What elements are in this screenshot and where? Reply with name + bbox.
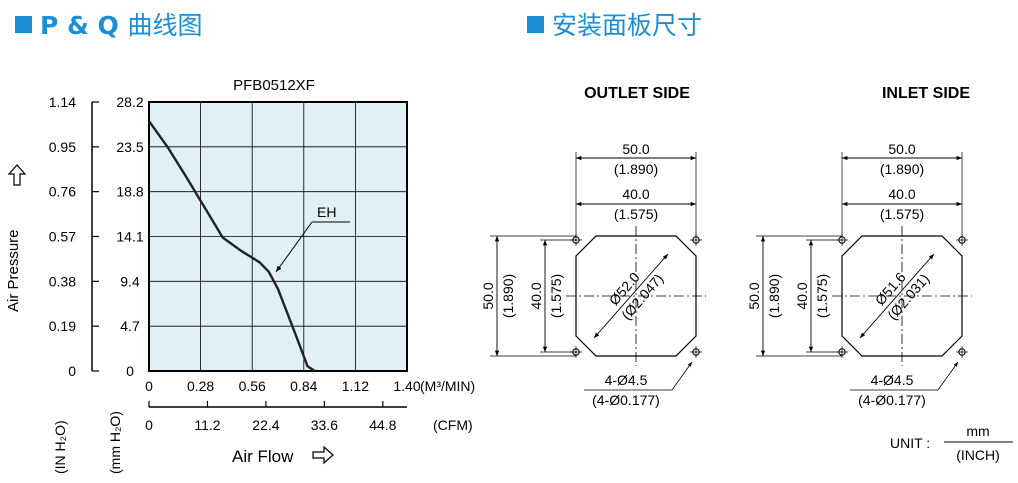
unit-denominator: (INCH) (956, 447, 1000, 463)
x-tick-metric-label: 0.28 (187, 378, 214, 394)
plot-frame (148, 101, 408, 372)
y-unit-mm: (mm H₂O) (107, 411, 123, 474)
pq-title-latin: P & Q (40, 11, 119, 40)
inlet-height-mm: 50.0 (746, 282, 762, 309)
square-bullet-icon (527, 16, 544, 33)
y-tick-mm-label: 0 (126, 363, 134, 379)
inlet-width-mm: 50.0 (888, 141, 915, 157)
outlet-pitch-mm: 40.0 (622, 186, 649, 202)
inlet-center-lines (832, 226, 972, 366)
chart-title: PFB0512XF (233, 77, 315, 94)
outlet-extension-lines (490, 152, 697, 357)
eh-series-label: EH (317, 204, 336, 220)
y-ticks-mm: 0 4.7 9.4 14.1 18.8 23.5 28.2 (116, 94, 143, 379)
inlet-extension-lines (756, 152, 963, 357)
outlet-panel-outline (575, 235, 697, 357)
y-tick-mm-label: 28.2 (116, 94, 143, 110)
y-tick-in-label: 0.76 (49, 184, 76, 200)
y-unit-in: (IN H₂O) (52, 420, 68, 474)
outlet-diameter-dim (593, 253, 669, 339)
x-axis-label: Air Flow (232, 447, 294, 466)
x-tick-metric-label: 1.40 (393, 378, 420, 394)
x-unit-metric: (M³/MIN) (420, 378, 475, 394)
inlet-width-in: (1.890) (880, 161, 924, 177)
outlet-center-lines (566, 226, 706, 366)
pq-chart: PFB0512XF 0 0.19 0.38 0.57 0.76 0.95 1.14 0 4.7… (5, 77, 475, 474)
y-tick-in-label: 1.14 (49, 94, 76, 110)
outlet-side-panel: OUTLET SIDE 50.0 (1.890) 40.0 (1.575) 50… (480, 85, 706, 408)
x-tick-imperial-label: 22.4 (252, 417, 279, 433)
y-tick-in-label: 0.57 (49, 229, 76, 245)
x-ticks-imperial: 0 11.2 22.4 33.6 44.8 (145, 401, 397, 433)
x-tick-metric-label: 0.56 (239, 378, 266, 394)
y-ticks-in: 0 0.19 0.38 0.57 0.76 0.95 1.14 (49, 94, 99, 379)
outlet-height-mm: 50.0 (480, 282, 496, 309)
inlet-height-in: (1.890) (766, 274, 782, 318)
pq-title-zh: 曲线图 (127, 11, 203, 40)
square-bullet-icon (15, 16, 32, 33)
inlet-hole-mm: 4-Ø4.5 (871, 372, 914, 388)
inlet-hole-in: (4-Ø0.177) (858, 392, 926, 408)
outlet-side-title: OUTLET SIDE (584, 85, 690, 102)
inlet-panel-outline (841, 235, 963, 357)
eh-leader-arrow (275, 221, 313, 273)
outlet-height-in: (1.890) (500, 274, 516, 318)
y-tick-in-label: 0 (68, 363, 76, 379)
x-unit-imperial: (CFM) (433, 417, 473, 433)
x-ticks-metric: 0 0.28 0.56 0.84 1.12 1.40 (145, 378, 421, 394)
y-tick-mm-label: 14.1 (116, 229, 143, 245)
outlet-hole-in: (4-Ø0.177) (592, 392, 660, 408)
unit-note: UNIT : mm (INCH) (890, 423, 1013, 463)
inlet-diameter-dim (859, 253, 935, 339)
y-tick-mm-label: 23.5 (116, 139, 143, 155)
outlet-width-mm: 50.0 (622, 141, 649, 157)
pq-curve-header: P & Q 曲线图 (15, 6, 203, 42)
outlet-hole-leader (584, 361, 693, 391)
inlet-side-panel: INLET SIDE 50.0 (1.890) 40.0 (1.575) 50.… (746, 85, 972, 408)
outlet-pitch-in: (1.575) (614, 206, 658, 222)
outlet-width-in: (1.890) (614, 161, 658, 177)
unit-numerator: mm (966, 423, 989, 439)
inlet-pitch-mm: 40.0 (888, 186, 915, 202)
x-tick-metric-label: 0 (145, 378, 153, 394)
x-tick-metric-label: 0.84 (290, 378, 317, 394)
outlet-hole-mm: 4-Ø4.5 (605, 372, 648, 388)
outlet-vpitch-in: (1.575) (548, 274, 564, 318)
panel-size-header: 安装面板尺寸 (527, 6, 702, 42)
x-tick-imperial-label: 33.6 (311, 417, 338, 433)
panel-size-title: 安装面板尺寸 (552, 11, 703, 40)
x-tick-imperial-label: 0 (145, 417, 153, 433)
y-tick-in-label: 0.95 (49, 139, 76, 155)
inlet-hole-leader (850, 361, 959, 391)
grid-lines (149, 102, 407, 371)
up-arrow-icon (7, 164, 27, 186)
x-tick-metric-label: 1.12 (342, 378, 369, 394)
y-tick-in-label: 0.19 (49, 318, 76, 334)
outlet-vpitch-mm: 40.0 (528, 282, 544, 309)
unit-label: UNIT : (890, 435, 930, 451)
inlet-vpitch-in: (1.575) (814, 274, 830, 318)
y-tick-mm-label: 4.7 (120, 318, 140, 334)
inlet-vpitch-mm: 40.0 (794, 282, 810, 309)
right-arrow-icon (312, 445, 334, 465)
y-tick-mm-label: 9.4 (120, 273, 140, 289)
inlet-pitch-in: (1.575) (880, 206, 924, 222)
x-tick-imperial-label: 11.2 (194, 417, 220, 433)
y-tick-mm-label: 18.8 (116, 184, 143, 200)
inlet-side-title: INLET SIDE (882, 85, 970, 102)
x-tick-imperial-label: 44.8 (369, 417, 396, 433)
eh-curve (148, 120, 316, 373)
y-axis-label: Air Pressure (5, 229, 22, 312)
y-tick-in-label: 0.38 (49, 273, 76, 289)
